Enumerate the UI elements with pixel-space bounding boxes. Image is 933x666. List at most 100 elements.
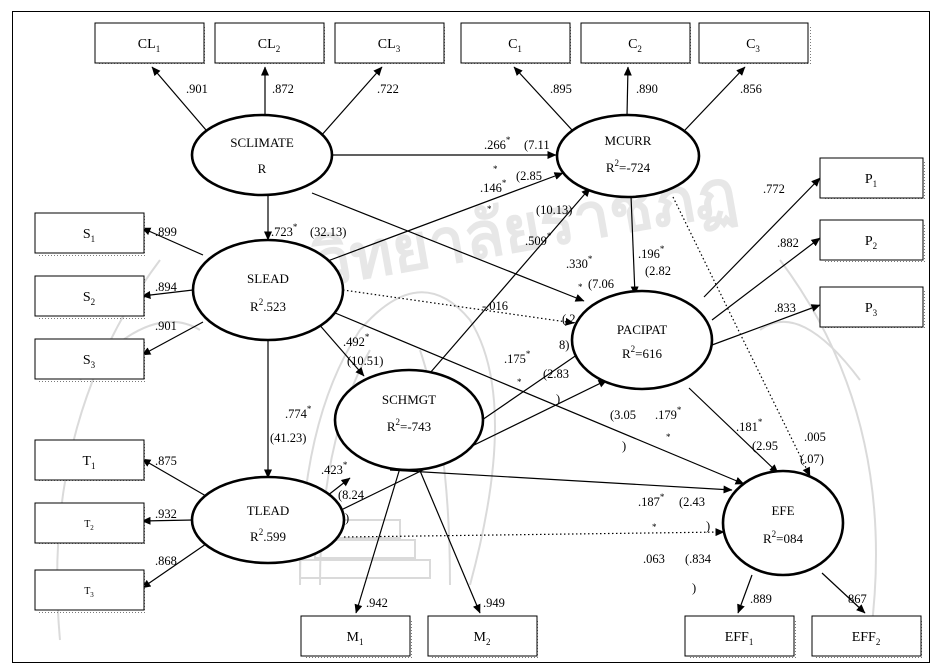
coef-slead-pacipat: -.016: [482, 299, 508, 313]
indicator-boxes: [34, 22, 926, 659]
star-schmgt-efe: *: [652, 522, 657, 532]
path-labels: .266* (7.11 .146* (2.85 * * .723* (32.13…: [270, 135, 826, 595]
latent-SCHMGT-name: SCHMGT: [382, 392, 436, 407]
tail-tlead-pacipat: ): [622, 439, 626, 453]
tail-schmgt-pacipat: ): [556, 392, 560, 406]
t-mcurr-pacipat: (2.82: [645, 264, 671, 278]
coef-slead-schmgt: .492*: [343, 332, 370, 349]
star-slead-efe: *: [666, 432, 671, 442]
latent-EFE-name: EFE: [771, 503, 794, 518]
tail-tlead-efe: ): [692, 581, 696, 595]
latent-MCURR-r2: R2=-724: [606, 158, 651, 175]
t-tlead-pacipat: (3.05: [610, 408, 636, 422]
latent-labels: SCLIMATE R MCURR R2=-724 SLEAD R2.523 PA…: [230, 133, 803, 546]
t-slead-tlead: (41.23): [270, 431, 306, 445]
label-S3: S3: [83, 353, 96, 370]
tail-tlead-schmgt: ): [345, 511, 349, 525]
loading-cl3: .722: [377, 82, 399, 96]
star-slead-mcurr-a: *: [493, 164, 498, 174]
box-C3: [698, 22, 809, 64]
star-sclimate-pacipat: *: [578, 282, 583, 292]
label-P3: P3: [865, 301, 878, 318]
latent-EFE: [721, 469, 845, 577]
t-tlead-efe: (.834: [685, 552, 712, 566]
t-slead-mcurr: (2.85: [516, 169, 542, 183]
box-S3: [34, 338, 145, 380]
coef-sclimate-pacipat: .330*: [566, 254, 593, 271]
t1-slead-pacipat: (.2: [562, 312, 576, 326]
loading-p2: .882: [777, 236, 799, 250]
box-M2: [427, 615, 538, 657]
coef-mcurr-efe: .005: [804, 430, 826, 444]
label-EFF1: EFF1: [725, 630, 754, 647]
latent-SCLIMATE: [190, 113, 334, 197]
coef-slead-tlead: .774*: [285, 404, 312, 421]
coef-tlead-efe: .063: [643, 552, 665, 566]
box-C1: [460, 22, 571, 64]
coef-tlead-schmgt: .423*: [321, 460, 348, 477]
star-slead-mcurr-b: *: [487, 204, 492, 214]
box-CL1: [94, 22, 205, 64]
indicator-labels: CL1 CL2 CL3 C1 C2 C3 P1 P2 P3 S1 S2 S3 T…: [82, 37, 880, 647]
label-P2: P2: [865, 234, 877, 251]
label-T2: T2: [84, 519, 94, 532]
loading-s1: .899: [155, 225, 177, 239]
coef-pacipat-efe: .181*: [736, 417, 763, 434]
loading-m1: .942: [366, 596, 388, 610]
loading-s3: .901: [155, 319, 177, 333]
box-P1: [819, 157, 924, 199]
box-P2: [819, 219, 924, 261]
box-CL3: [334, 22, 445, 64]
loading-c2: .890: [636, 82, 658, 96]
label-C3: C3: [746, 37, 760, 54]
loading-cl1: .901: [186, 82, 208, 96]
loading-cl2: .872: [272, 82, 294, 96]
loading-labels: .901 .872 .722 .895 .890 .856 .772 .882 …: [155, 82, 867, 610]
label-CL3: CL3: [378, 37, 401, 54]
label-CL1: CL1: [138, 37, 160, 54]
coef-slead-mcurr: .146*: [480, 178, 507, 195]
coef-sclimate-slead: .723*: [271, 222, 298, 239]
latent-SLEAD: [191, 238, 345, 342]
loading-m2: .949: [483, 596, 505, 610]
latent-ellipses: [190, 113, 845, 577]
box-S1: [34, 212, 145, 254]
loading-c1: .895: [550, 82, 572, 96]
latent-PACIPAT-name: PACIPAT: [617, 322, 667, 337]
t-schmgt-mcurr: (10.13): [536, 203, 572, 217]
box-T3: [34, 569, 145, 611]
latent-MCURR-name: MCURR: [605, 133, 652, 148]
label-EFF2: EFF2: [852, 630, 881, 647]
t-sclimate-pacipat: (7.06: [588, 277, 614, 291]
t-pacipat-efe: (2.95: [752, 439, 778, 453]
latent-PACIPAT: [570, 289, 714, 391]
loading-s2: .894: [155, 280, 178, 294]
latent-SCHMGT-r2: R2=-743: [387, 417, 431, 434]
latent-SCLIMATE-r2: R: [258, 161, 267, 176]
label-T1: T1: [82, 454, 95, 471]
latent-MCURR: [555, 113, 701, 199]
t-schmgt-efe: (2.43: [679, 495, 705, 509]
star-schmgt-pacipat: *: [517, 377, 522, 387]
latent-SCLIMATE-name: SCLIMATE: [230, 135, 294, 150]
label-M2: M2: [474, 630, 491, 647]
box-CL2: [214, 22, 325, 64]
coef-mcurr-pacipat: .196*: [638, 244, 665, 261]
box-S2: [34, 275, 145, 317]
coef-schmgt-mcurr: .509*: [525, 231, 552, 248]
loading-eff1: .889: [750, 592, 772, 606]
box-EFF1: [684, 615, 795, 657]
latent-PACIPAT-r2: R2=616: [622, 344, 663, 361]
label-M1: M1: [347, 630, 364, 647]
loading-p1: .772: [763, 182, 785, 196]
box-T1: [34, 439, 145, 481]
coef-sclimate-mcurr: .266*: [484, 135, 511, 152]
diagram-frame: [12, 11, 930, 663]
latent-TLEAD-name: TLEAD: [247, 503, 290, 518]
loading-t3: .868: [155, 554, 177, 568]
label-S2: S2: [83, 290, 95, 307]
loading-eff2: 867: [848, 592, 867, 606]
loading-t2: .932: [155, 507, 177, 521]
label-C1: C1: [508, 37, 522, 54]
